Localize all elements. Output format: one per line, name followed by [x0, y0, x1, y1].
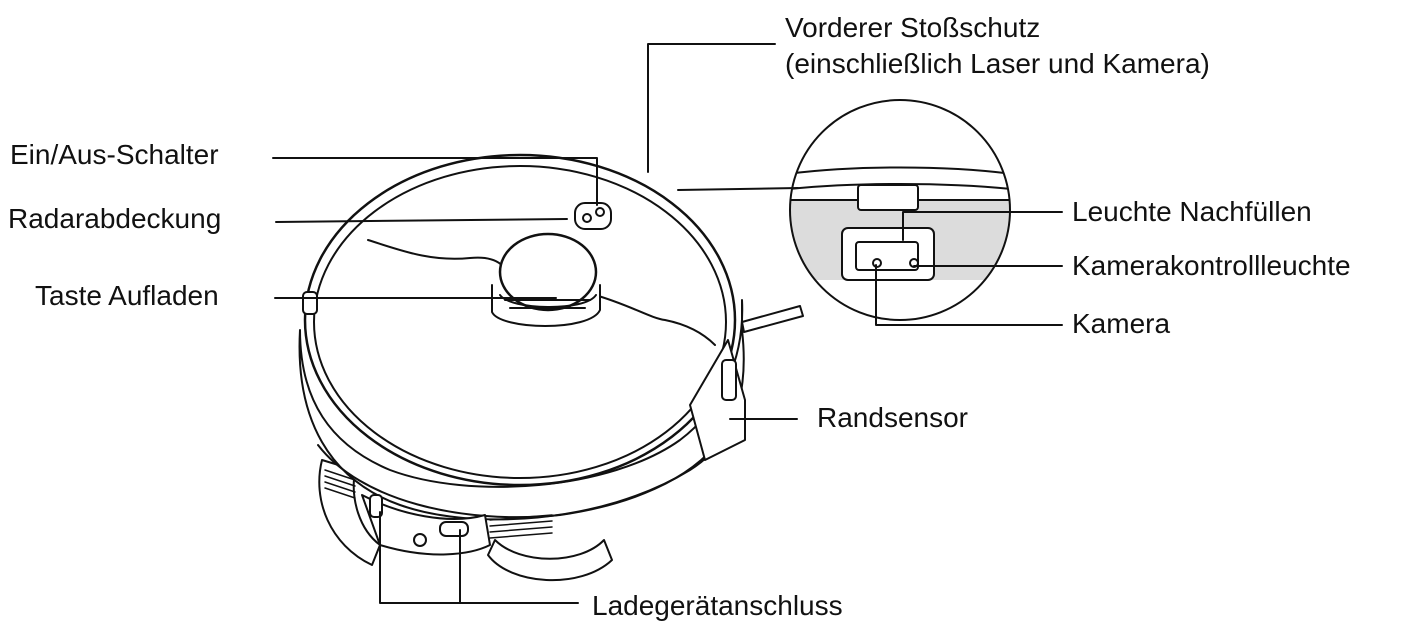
label-edge-sensor: Randsensor [817, 402, 968, 433]
label-front-bumper-line2: (einschließlich Laser und Kamera) [785, 48, 1210, 79]
label-power-switch: Ein/Aus-Schalter [10, 139, 219, 170]
laser-tower-top [498, 232, 598, 312]
power-button-dot [582, 213, 592, 223]
leader-lines [272, 43, 1063, 604]
vent-grille-left [324, 469, 356, 499]
edge-sensor-window [721, 359, 737, 401]
charge-contact-right [439, 521, 469, 537]
home-button-dot [595, 207, 605, 217]
power-button [574, 202, 612, 230]
robot-top-lid-inner [313, 165, 727, 479]
right-wheel [487, 539, 613, 582]
label-camera: Kamera [1072, 308, 1171, 339]
camera-detail-view [789, 99, 1011, 321]
side-port [302, 291, 318, 315]
robot-illustration [298, 153, 804, 582]
label-front-bumper-line1: Vorderer Stoßschutz [785, 12, 1041, 43]
side-brush [741, 305, 804, 333]
leader-front-bumper [647, 43, 776, 173]
label-front-bumper: Vorderer Stoßschutz (einschließlich Lase… [785, 10, 1210, 82]
leader-refill [902, 211, 1063, 241]
leader-charger-port [379, 511, 579, 604]
label-charger-port: Ladegerätanschluss [592, 590, 843, 621]
leader-camera [875, 264, 1063, 326]
vent-grille-right [489, 514, 553, 539]
robot-side-shell [298, 299, 745, 521]
charge-contact-left [369, 494, 383, 518]
dock-sensor [413, 533, 427, 547]
left-wheel [318, 459, 381, 566]
lid-seam-2 [594, 294, 716, 346]
label-camera-indicator: Kamerakontrollleuchte [1072, 250, 1351, 281]
label-refill-light: Leuchte Nachfüllen [1072, 196, 1312, 227]
label-radar-cover: Radarabdeckung [8, 203, 222, 234]
dock-face [361, 494, 491, 556]
leader-detail [677, 187, 799, 191]
label-dock-button: Taste Aufladen [35, 280, 219, 311]
leader-radar [275, 218, 568, 223]
leader-power [272, 157, 598, 206]
